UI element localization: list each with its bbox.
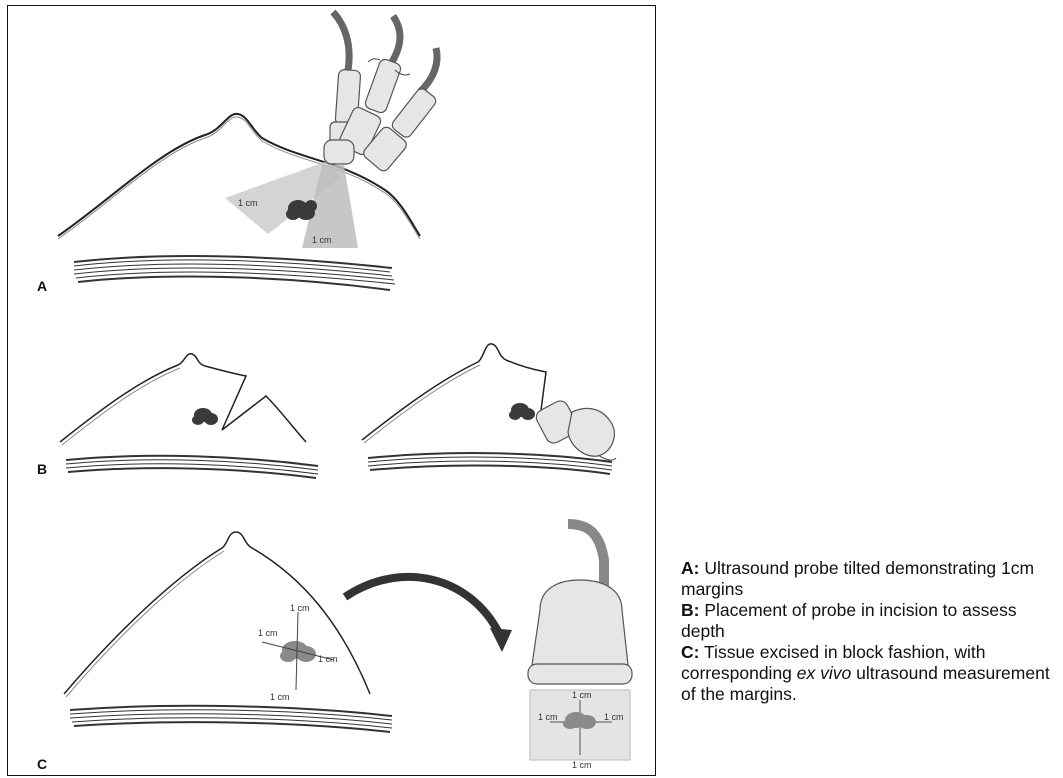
panel-a-tumor	[286, 200, 317, 220]
caption-c: C: Tissue excised in block fashion, with…	[681, 642, 1061, 705]
panel-a-chest-wall	[74, 256, 395, 290]
panel-c-breast-illustration: 1 cm 1 cm 1 cm 1 cm	[64, 532, 392, 732]
panel-c-margin-crosshair	[262, 612, 334, 690]
panel-c-probe	[528, 524, 632, 684]
panel-a-probes	[324, 12, 438, 173]
panel-c-label-bottom: 1 cm	[270, 692, 290, 702]
panel-c-exvivo-label-right: 1 cm	[604, 712, 624, 722]
caption-a: A: Ultrasound probe tilted demonstrating…	[681, 558, 1061, 600]
panel-c-curved-arrow	[345, 577, 512, 652]
panel-b-left-tumor	[192, 408, 218, 425]
panel-a-margin-label-left: 1 cm	[238, 198, 258, 208]
panel-c-letter: C	[37, 756, 47, 772]
panel-b-right-tumor	[509, 403, 535, 420]
panel-b-left-breast-contour	[60, 354, 306, 442]
panel-b-right-breast-contour	[362, 344, 546, 440]
caption-c-key: C:	[681, 642, 699, 662]
panel-a-illustration: 1 cm 1 cm	[58, 12, 438, 290]
caption-a-text: Ultrasound probe tilted demonstrating 1c…	[681, 558, 1034, 599]
figure-caption: A: Ultrasound probe tilted demonstrating…	[681, 558, 1061, 705]
panel-b-probe	[534, 398, 616, 460]
panel-c-label-left: 1 cm	[258, 628, 278, 638]
panel-c-label-top: 1 cm	[290, 603, 310, 613]
panel-c-exvivo-label-left: 1 cm	[538, 712, 558, 722]
panel-c-exvivo-label-top: 1 cm	[572, 690, 592, 700]
panel-a-letter: A	[37, 278, 47, 294]
panel-b-left-chest-wall	[66, 456, 318, 478]
panel-b-left-illustration	[60, 354, 318, 478]
caption-a-key: A:	[681, 558, 699, 578]
panel-a-margin-label-bottom: 1 cm	[312, 235, 332, 245]
caption-b-key: B:	[681, 600, 699, 620]
panel-b-letter: B	[37, 461, 47, 477]
panel-b-right-illustration	[362, 344, 616, 474]
panel-c-breast-contour	[64, 532, 370, 694]
panel-c-exvivo-image: 1 cm 1 cm 1 cm 1 cm	[530, 690, 630, 770]
panel-b-right-chest-wall	[368, 453, 612, 474]
caption-b-text: Placement of probe in incision to assess…	[681, 600, 1017, 641]
panel-c-label-right: 1 cm	[318, 654, 338, 664]
panel-c-chest-wall	[70, 706, 392, 732]
caption-b: B: Placement of probe in incision to ass…	[681, 600, 1061, 642]
panel-c-exvivo-label-bottom: 1 cm	[572, 760, 592, 770]
caption-c-text-italic: ex vivo	[797, 663, 851, 683]
